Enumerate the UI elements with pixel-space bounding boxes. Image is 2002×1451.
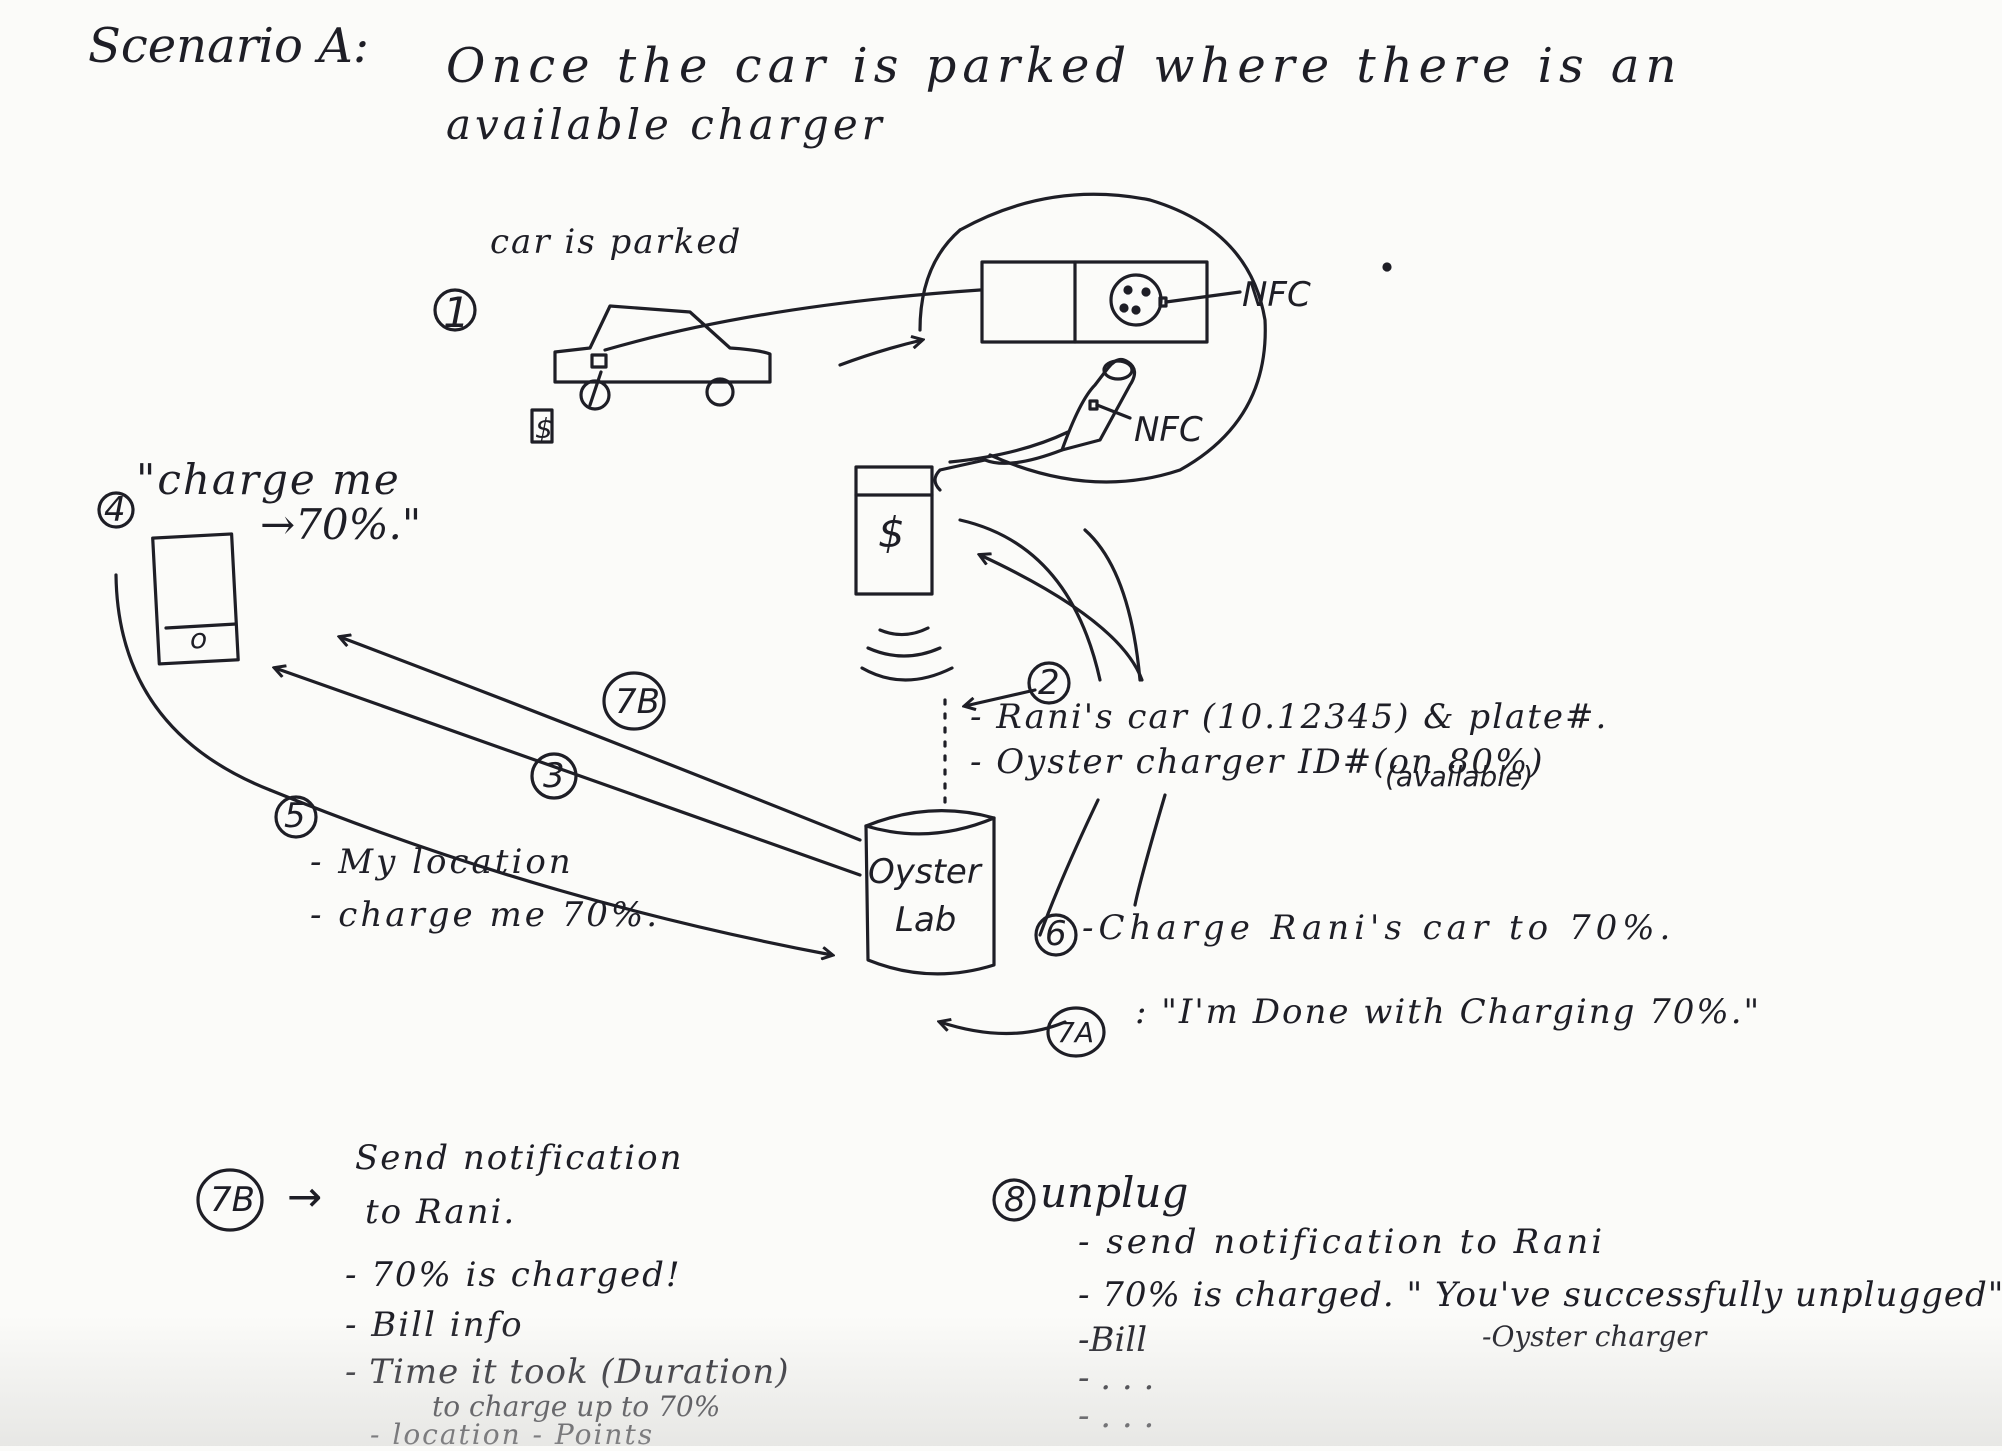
step-1-text: car is parked — [490, 222, 743, 262]
phone-icon — [151, 532, 240, 666]
arrow-7a — [940, 1022, 1067, 1036]
notes-8-marker: 8 — [1004, 1180, 1026, 1220]
arrow-3 — [275, 668, 862, 877]
notes-7b-title-line1: Send notification — [355, 1138, 684, 1178]
step-4-line1: "charge me — [136, 455, 401, 504]
arrow-5 — [268, 788, 832, 955]
step-5-line1: - My location — [310, 842, 574, 882]
step-2-line2: - Oyster charger ID#(on 80%) — [970, 742, 1545, 782]
scenario-description-line2: available charger — [446, 100, 886, 149]
notes-8-item: - . . . — [1078, 1396, 1155, 1436]
server-oyster-lab — [864, 809, 996, 976]
notes-8-item: -Oyster charger — [1482, 1320, 1707, 1353]
step-2-line1: - Rani's car (10.12345) & plate#. — [970, 697, 1609, 737]
scenario-description-line1: Once the car is parked where there is an — [446, 38, 1683, 94]
charger-station — [854, 465, 934, 596]
step-3-marker: 3 — [543, 756, 565, 796]
step-1-marker: 1 — [443, 288, 470, 337]
step-7b-marker: 7B — [615, 682, 660, 722]
step-2-marker: 2 — [1038, 663, 1060, 703]
server-label-line1: Oyster — [868, 852, 981, 892]
car-tag-label: $ — [535, 412, 553, 445]
phone-button: o — [190, 622, 208, 655]
step-7a-text: : "I'm Done with Charging 70%." — [1135, 992, 1762, 1032]
arrow-2 — [965, 688, 1037, 706]
notes-7b-item: - Bill info — [345, 1305, 524, 1345]
notes-7b-item: - location - Points — [370, 1418, 655, 1451]
notes-7b-title-line2: to Rani. — [365, 1192, 517, 1232]
step-2-line3: (available) — [1385, 760, 1534, 793]
notes-8-item: - send notification to Rani — [1078, 1222, 1606, 1262]
notes-7b-arrow: → — [287, 1172, 323, 1221]
server-label-line2: Lab — [895, 900, 957, 940]
step-7a-marker: 7A — [1057, 1016, 1094, 1049]
arrow-7b — [340, 637, 862, 842]
step-5-marker: 5 — [284, 796, 306, 836]
zoom-circle — [918, 192, 1267, 492]
step-5-line2: - charge me 70%. — [310, 895, 660, 935]
step-6-marker: 6 — [1045, 914, 1067, 954]
notes-8-item: -Bill — [1078, 1320, 1148, 1360]
charger-symbol: $ — [878, 508, 905, 557]
wireless-signal-icon — [860, 626, 954, 682]
nfc-label-socket: NFC — [1242, 275, 1311, 315]
notes-8-item: - 70% is charged. " You've successfully … — [1078, 1275, 2002, 1315]
step-4-marker: 4 — [104, 490, 126, 530]
notes-7b-item: - Time it took (Duration) — [345, 1352, 790, 1392]
car-icon — [530, 304, 772, 444]
nfc-label-plug: NFC — [1134, 410, 1203, 450]
arrow-to-zoom — [838, 340, 922, 367]
notes-8-title: unplug — [1040, 1168, 1189, 1217]
step-6-text: -Charge Rani's car to 70%. — [1082, 908, 1676, 948]
arrow-to-charger — [980, 555, 1144, 682]
step-4-line2: →70%." — [260, 500, 422, 549]
notes-8-item: - . . . — [1078, 1358, 1155, 1398]
notes-7b-item: - 70% is charged! — [345, 1255, 682, 1295]
scenario-label: Scenario A: — [88, 18, 369, 74]
notes-7b-marker: 7B — [210, 1180, 255, 1220]
